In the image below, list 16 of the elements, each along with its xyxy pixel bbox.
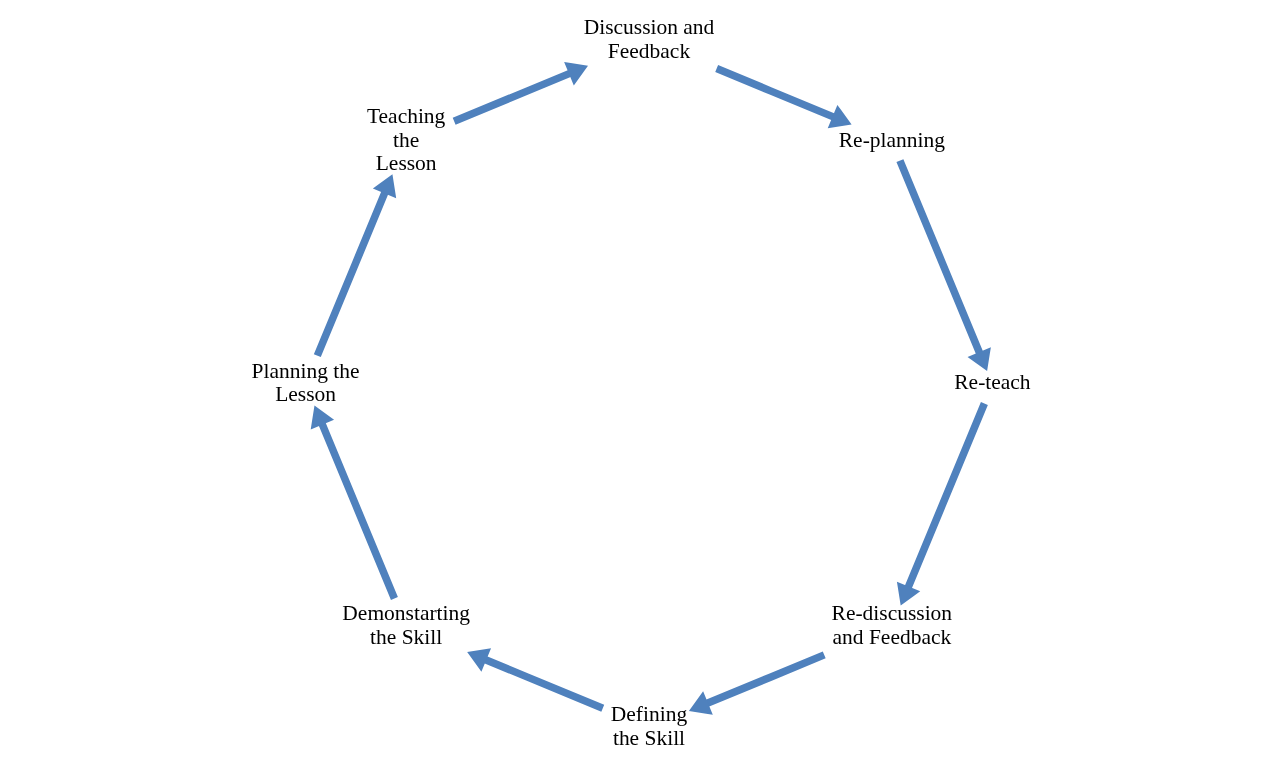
node-text: Re-planning [838, 127, 945, 152]
arrow [310, 405, 398, 600]
arrow [896, 159, 991, 372]
node-text: Defining the Skill [610, 702, 688, 750]
arrow [452, 62, 588, 125]
node-text: Re-discussion and Feedback [831, 601, 953, 650]
arrow [896, 402, 988, 606]
arrow [715, 65, 852, 129]
node-text: Discussion and Feedback [583, 15, 715, 63]
node-text: Planning the Lesson [251, 358, 360, 407]
node-text: Re-teach [954, 370, 1031, 395]
node-text: Teaching the Lesson [366, 103, 446, 176]
node-text: Demonstarting the Skill [342, 601, 470, 650]
arrow [313, 174, 397, 358]
arrow [467, 648, 605, 712]
arrow [688, 651, 826, 715]
